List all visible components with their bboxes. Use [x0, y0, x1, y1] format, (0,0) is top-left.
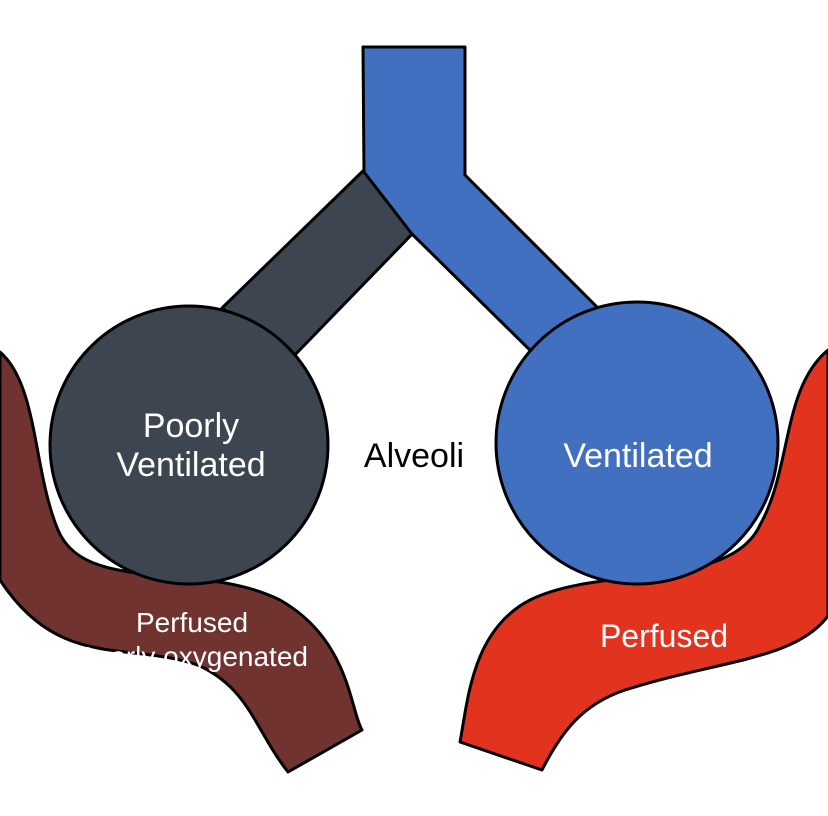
left-capillary-label-line1: Perfused [136, 607, 248, 638]
right-capillary-perfused [458, 348, 828, 772]
left-alveolus-label-line2: Ventilated [116, 446, 265, 484]
left-alveolus-poorly-ventilated [48, 304, 330, 586]
right-capillary-label: Perfused [600, 618, 728, 654]
left-capillary-label-line2: Poorly oxygenated [76, 641, 308, 672]
right-alveolus-ventilated [494, 300, 780, 586]
alveoli-label: Alveoli [364, 437, 464, 475]
left-alveolus-label-line1: Poorly [143, 407, 239, 445]
trachea-and-right-bronchus [361, 45, 602, 362]
right-alveolus-label: Ventilated [563, 437, 712, 475]
left-capillary-poorly-oxygenated [0, 350, 364, 774]
